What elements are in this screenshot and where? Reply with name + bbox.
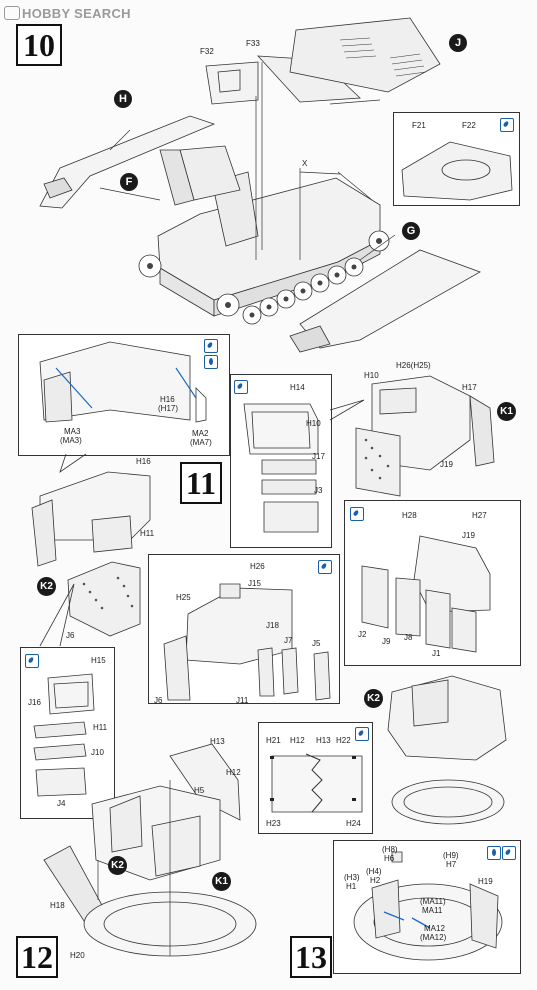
part-label-x: X [302,159,308,168]
logo-icon [4,6,20,20]
detail-box-h14-j3 [230,374,332,548]
part-label-h10: H10 [364,371,379,380]
glue-icon [318,560,332,574]
part-label-j5: J5 [312,639,321,648]
part-label-h15: H15 [91,656,106,665]
part-label-h27: H27 [472,511,487,520]
part-label-h13: H13 [210,737,225,746]
part-label-h21: H21 [266,736,281,745]
part-label-ma11-alt: (MA11) [420,897,446,906]
part-label-j19: J19 [462,531,475,540]
assembly-k2-bubble: K2 [108,856,127,875]
part-label-f32: F32 [200,47,214,56]
watermark-text: HOBBY SEARCH [22,6,131,21]
part-label-ma3-alt: (MA3) [60,436,82,445]
part-label-ma11: MA11 [422,906,443,915]
part-label-j11: J11 [236,696,249,705]
part-label-h8-alt: (H8) [382,845,398,854]
part-label-h28: H28 [402,511,417,520]
part-label-ma3: MA3 [64,427,81,436]
part-label-h17-alt: (H17) [158,404,179,413]
detail-box-j19-assembly [344,500,521,666]
part-label-h16: H16 [136,457,151,466]
part-label-h20: H20 [70,951,85,960]
paint-icon [487,846,501,860]
part-label-h3-alt: (H3) [344,873,360,882]
step-13-number: 13 [290,936,332,978]
part-label-h4-alt: (H4) [366,867,382,876]
glue-icon [204,339,218,353]
part-label-j7: J7 [284,636,293,645]
part-label-h1: H1 [346,882,357,891]
assembly-k1-bubble: K1 [212,872,231,891]
step-12-number: 12 [16,936,58,978]
part-label-j3: J3 [314,486,323,495]
part-label-h24: H24 [346,819,361,828]
glue-icon [234,380,248,394]
part-label-h17: H17 [462,383,477,392]
part-label-j18: J18 [266,621,279,630]
part-label-ma2: MA2 [192,429,209,438]
part-label-h11: H11 [93,723,108,732]
paint-icon [204,355,218,369]
assembly-g-bubble: G [402,222,420,240]
part-label-j6: J6 [154,696,163,705]
part-label-j6: J6 [66,631,75,640]
part-label-ma7-alt: (MA7) [190,438,212,447]
part-label-h19: H19 [478,877,493,886]
detail-box-j18-assembly [148,554,340,704]
part-label-j19: J19 [440,460,453,469]
part-label-h14: H14 [290,383,305,392]
part-label-h7: H7 [446,860,457,869]
glue-icon [25,654,39,668]
step-11-number: 11 [180,462,222,504]
assembly-k2-bubble: K2 [37,577,56,596]
part-label-j4: J4 [57,799,66,808]
part-label-j16: J16 [28,698,41,707]
glue-icon [500,118,514,132]
part-label-j2: J2 [358,630,367,639]
part-label-h9-alt: (H9) [443,851,459,860]
part-label-h25: H25 [176,593,191,602]
hobby-search-watermark: HOBBY SEARCH [4,6,131,21]
part-label-h12: H12 [290,736,305,745]
part-label-j9: J9 [382,637,391,646]
assembly-f-bubble: F [120,173,138,191]
part-label-j15: J15 [248,579,261,588]
part-label-j10: J10 [91,748,104,757]
part-label-f33: F33 [246,39,260,48]
detail-box-h15-j4 [20,647,115,819]
assembly-j-bubble: J [449,34,467,52]
part-label-f21: F21 [412,121,426,130]
glue-icon [502,846,516,860]
part-label-h11: H11 [140,529,155,538]
part-label-h10: H10 [306,419,321,428]
part-label-h23: H23 [266,819,281,828]
glue-icon [350,507,364,521]
part-label-h12: H12 [226,768,241,777]
part-label-h6: H6 [384,854,395,863]
part-label-j1: J1 [432,649,441,658]
assembly-h-bubble: H [114,90,132,108]
part-label-h2: H2 [370,876,381,885]
part-label-j17: J17 [312,452,325,461]
part-label-h26-h25: H26(H25) [396,361,431,370]
assembly-k2-bubble: K2 [364,689,383,708]
glue-icon [355,727,369,741]
part-label-j8: J8 [404,633,413,642]
assembly-k1-bubble: K1 [497,402,516,421]
part-label-ma12-alt: (MA12) [420,933,447,942]
part-label-ma12: MA12 [424,924,445,933]
part-label-h18: H18 [50,901,65,910]
part-label-h22: H22 [336,736,351,745]
part-label-h26: H26 [250,562,265,571]
part-label-f22: F22 [462,121,476,130]
step-10-number: 10 [16,24,62,66]
part-label-h5: H5 [194,786,205,795]
part-label-h16: H16 [160,395,175,404]
part-label-h13: H13 [316,736,331,745]
